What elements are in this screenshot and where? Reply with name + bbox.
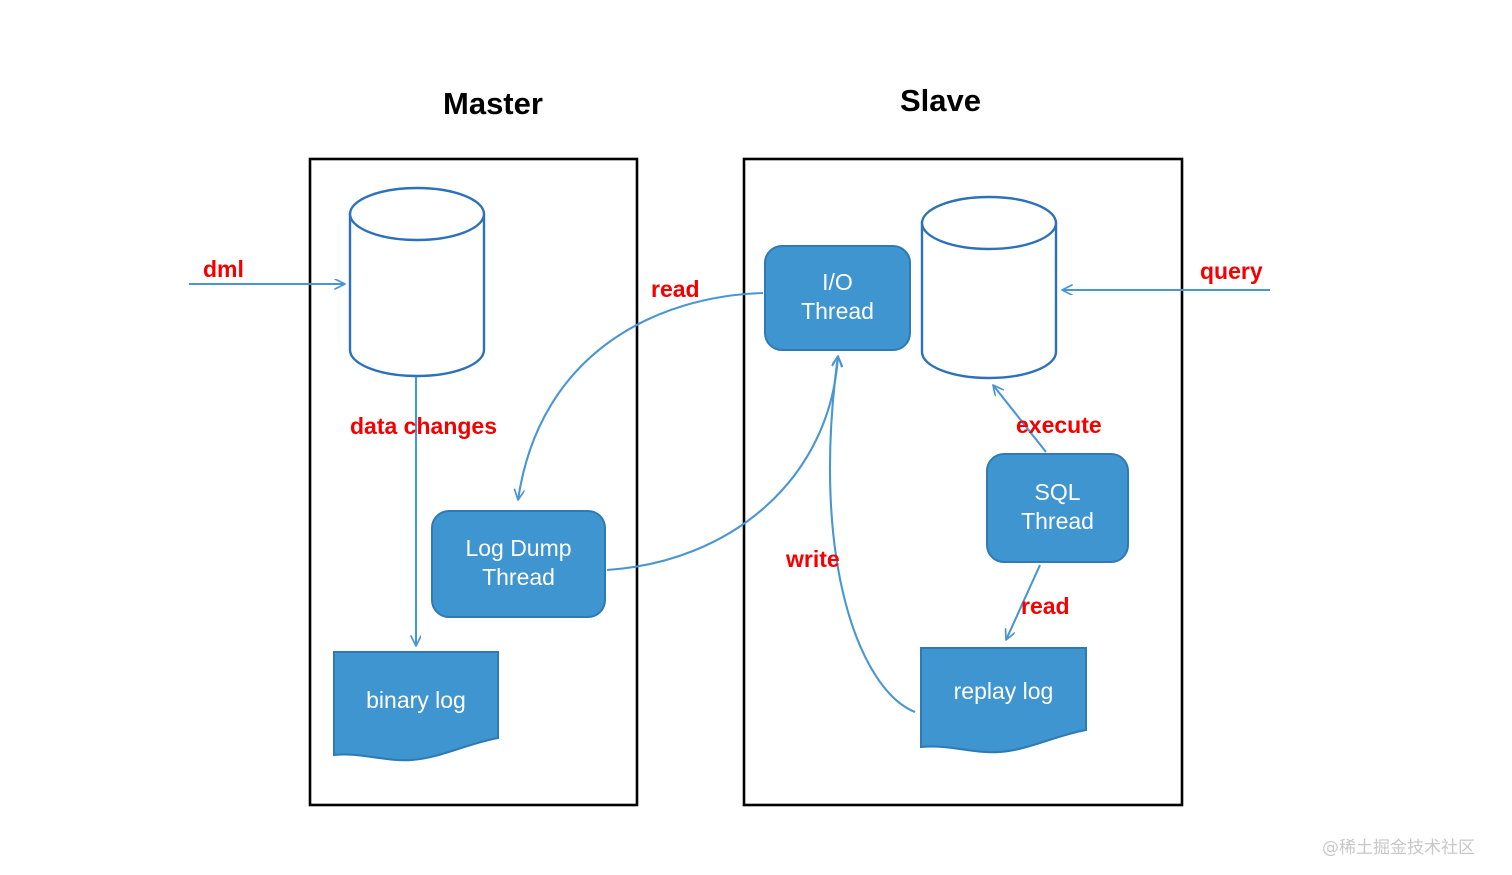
replay-log-node[interactable] bbox=[920, 647, 1087, 754]
read-replay-edge-label: read bbox=[1021, 593, 1070, 619]
execute-connector bbox=[993, 385, 1047, 453]
data-changes-edge-label: data changes bbox=[350, 413, 497, 439]
execute-edge-label: execute bbox=[1016, 412, 1102, 438]
master-group-container bbox=[308, 157, 639, 807]
watermark: @稀土掘金技术社区 bbox=[1322, 838, 1475, 858]
query-edge-label: query bbox=[1200, 258, 1263, 284]
sql-thread-node[interactable] bbox=[986, 453, 1129, 563]
master-database-cylinder bbox=[348, 186, 486, 378]
write-connector bbox=[828, 356, 916, 713]
read-binlog-edge-label: read bbox=[651, 276, 700, 302]
slave-database-cylinder bbox=[920, 195, 1058, 380]
binary-log-node[interactable] bbox=[333, 651, 499, 762]
dml-edge-label: dml bbox=[203, 256, 244, 282]
io-thread-node[interactable] bbox=[764, 245, 911, 351]
read-binlog-connector bbox=[518, 291, 764, 500]
write-edge-label: write bbox=[786, 546, 840, 572]
slave-group-title: Slave bbox=[900, 83, 982, 118]
dump-to-io-connector bbox=[606, 356, 838, 572]
master-group-title: Master bbox=[443, 86, 543, 121]
log-dump-thread-node[interactable] bbox=[431, 510, 606, 618]
slave-group-container bbox=[742, 157, 1184, 807]
read-replay-connector bbox=[1006, 564, 1041, 640]
